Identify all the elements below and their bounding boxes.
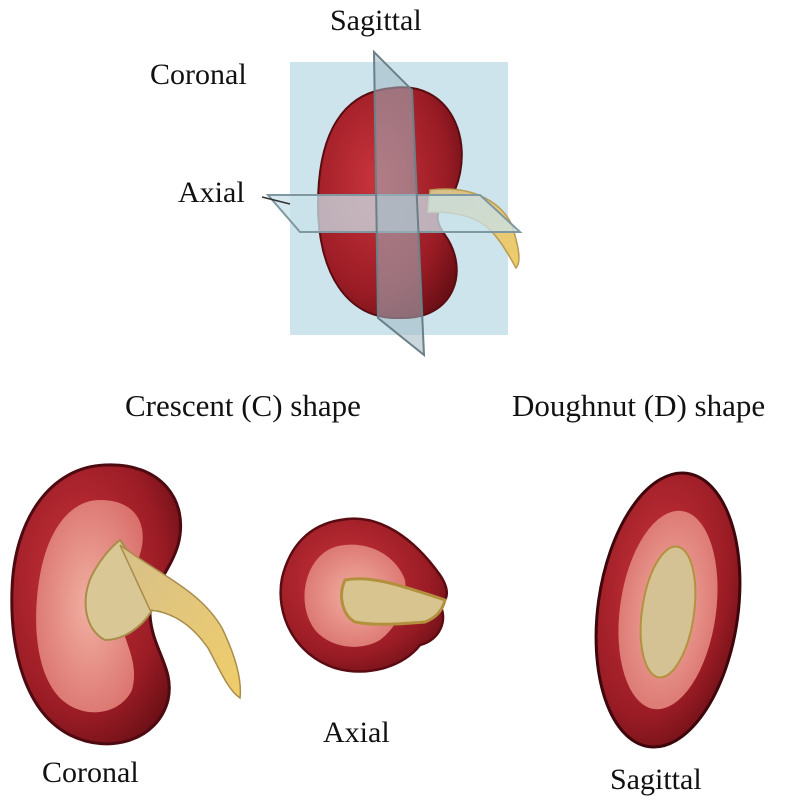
kidney-3d-illustration: [262, 52, 520, 355]
coronal-plane-label: Coronal: [150, 60, 247, 90]
coronal-section-label: Coronal: [42, 758, 139, 788]
axial-plane-label: Axial: [178, 178, 245, 208]
doughnut-shape-label: Doughnut (D) shape: [512, 390, 765, 421]
axial-section-illustration: [281, 519, 447, 672]
sagittal-section-illustration: [579, 464, 756, 757]
axial-section-label: Axial: [323, 718, 390, 748]
crescent-shape-label: Crescent (C) shape: [125, 390, 361, 421]
sagittal-plane-label: Sagittal: [330, 6, 422, 36]
sagittal-section-label: Sagittal: [610, 765, 702, 795]
coronal-section-illustration: [12, 465, 241, 744]
